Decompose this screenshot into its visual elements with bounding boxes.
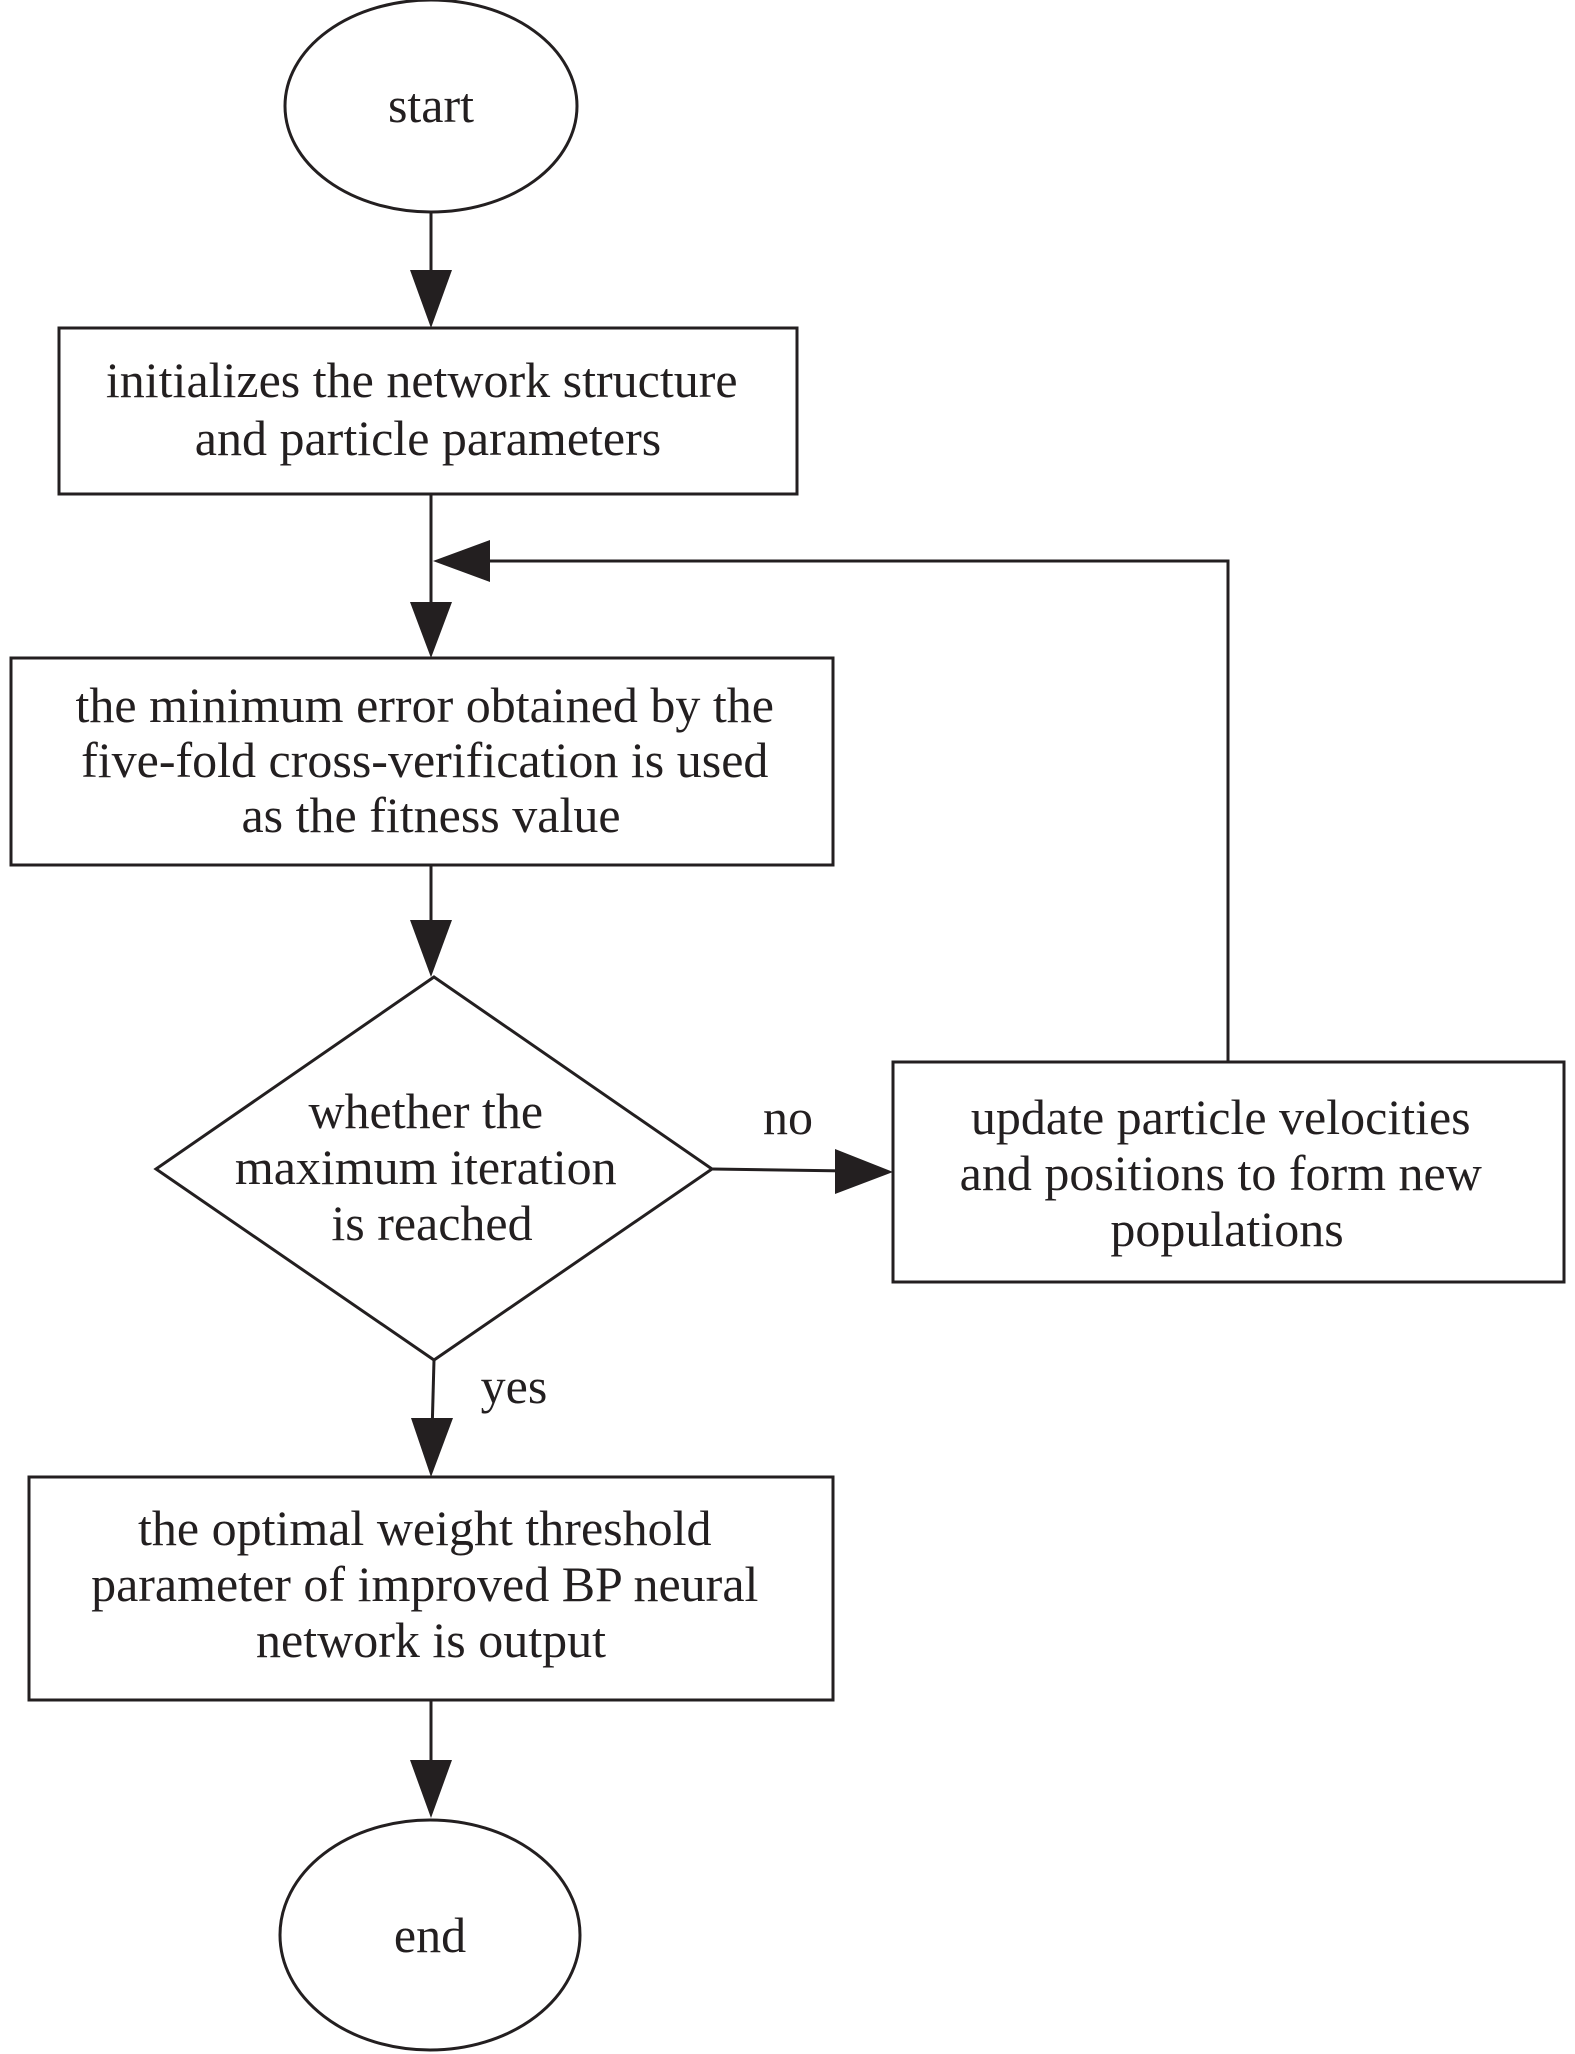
edge-update-to-fitness: [433, 540, 1230, 1062]
end-terminator: end: [278, 1818, 582, 2052]
edge-output-to-end: [410, 1700, 452, 1818]
start-label: start: [388, 77, 474, 133]
update-process-box: update particle velocities and positions…: [891, 1060, 1566, 1284]
start-terminator: start: [283, 0, 579, 214]
edge-decision-to-output: [411, 1359, 453, 1477]
edge-label-no: no: [763, 1089, 813, 1145]
init-process-box: initializes the network structure and pa…: [57, 326, 799, 496]
init-label: initializes the network structure and pa…: [106, 352, 750, 466]
edge-decision-to-update: [711, 1149, 893, 1194]
iteration-decision-diamond: whether the maximum iteration is reached: [153, 975, 715, 1362]
decision-label: whether the maximum iteration is reached: [235, 1083, 629, 1251]
update-label: update particle velocities and positions…: [960, 1089, 1495, 1257]
edge-start-to-init: [410, 212, 452, 328]
fitness-process-box: the minimum error obtained by the five-f…: [9, 656, 835, 867]
edge-fitness-to-decision: [410, 865, 452, 977]
edge-init-to-fitness: [410, 494, 452, 658]
edge-label-yes: yes: [481, 1358, 548, 1414]
output-label: the optimal weight threshold parameter o…: [91, 1500, 771, 1668]
end-label: end: [394, 1907, 466, 1963]
fitness-label: the minimum error obtained by the five-f…: [76, 677, 787, 843]
output-process-box: the optimal weight threshold parameter o…: [27, 1475, 835, 1702]
